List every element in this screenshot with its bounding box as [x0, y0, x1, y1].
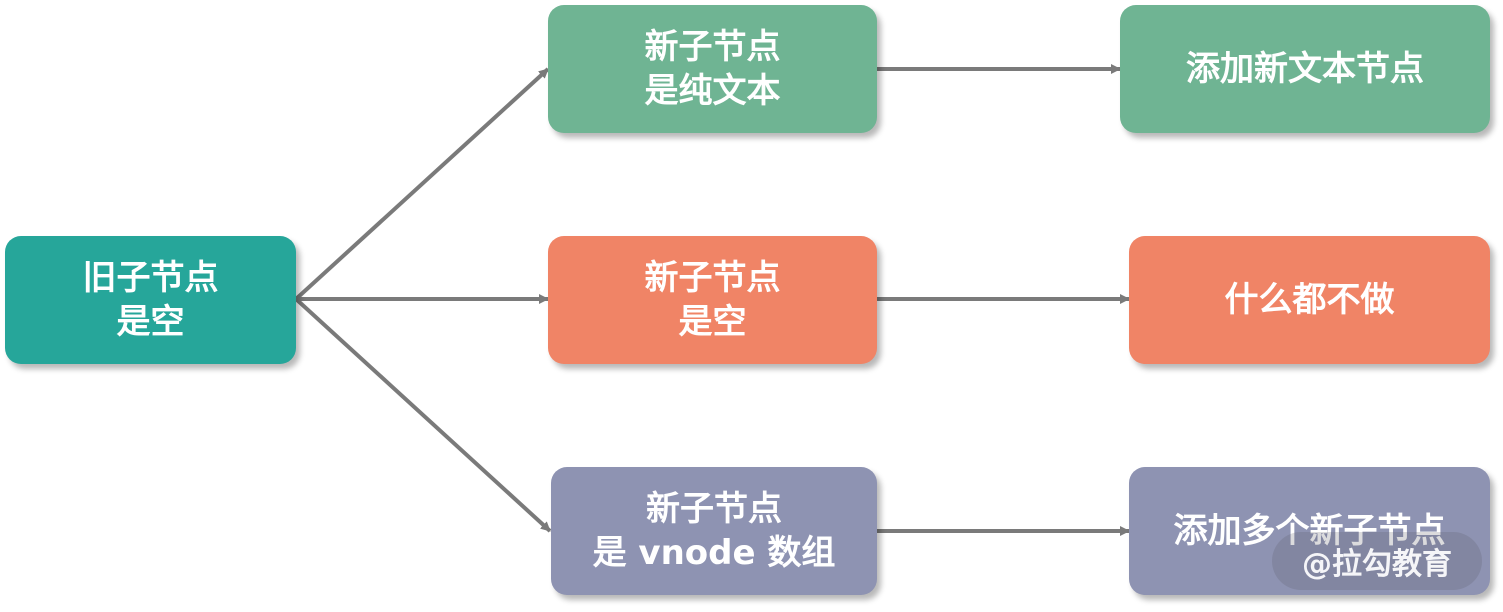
node-label: 是空	[116, 302, 185, 342]
node-label: 什么都不做	[1224, 280, 1395, 320]
node-label: 新子节点	[644, 27, 781, 67]
node-label: 新子节点	[644, 258, 781, 298]
arrow-root-to-c	[294, 297, 552, 533]
node-new-children-vnode-array: 新子节点 是 vnode 数组	[551, 467, 877, 595]
node-label: 旧子节点	[82, 258, 219, 298]
node-add-multiple-children: 添加多个新子节点	[1129, 467, 1490, 595]
node-new-children-empty: 新子节点 是空	[548, 236, 877, 364]
node-label: 是空	[678, 302, 747, 342]
node-label: 添加多个新子节点	[1173, 511, 1446, 551]
watermark-badge: @拉勾教育	[1272, 532, 1482, 590]
arrow-root-to-a	[294, 67, 550, 301]
node-label: 新子节点	[646, 489, 782, 529]
node-new-children-text: 新子节点 是纯文本	[548, 5, 877, 133]
node-do-nothing: 什么都不做	[1129, 236, 1490, 364]
node-label: 是 vnode 数组	[592, 533, 836, 573]
node-label: 添加新文本节点	[1186, 49, 1424, 89]
node-label: 是纯文本	[644, 71, 781, 111]
node-old-children-empty: 旧子节点 是空	[5, 236, 296, 364]
node-add-text-node: 添加新文本节点	[1120, 5, 1490, 133]
